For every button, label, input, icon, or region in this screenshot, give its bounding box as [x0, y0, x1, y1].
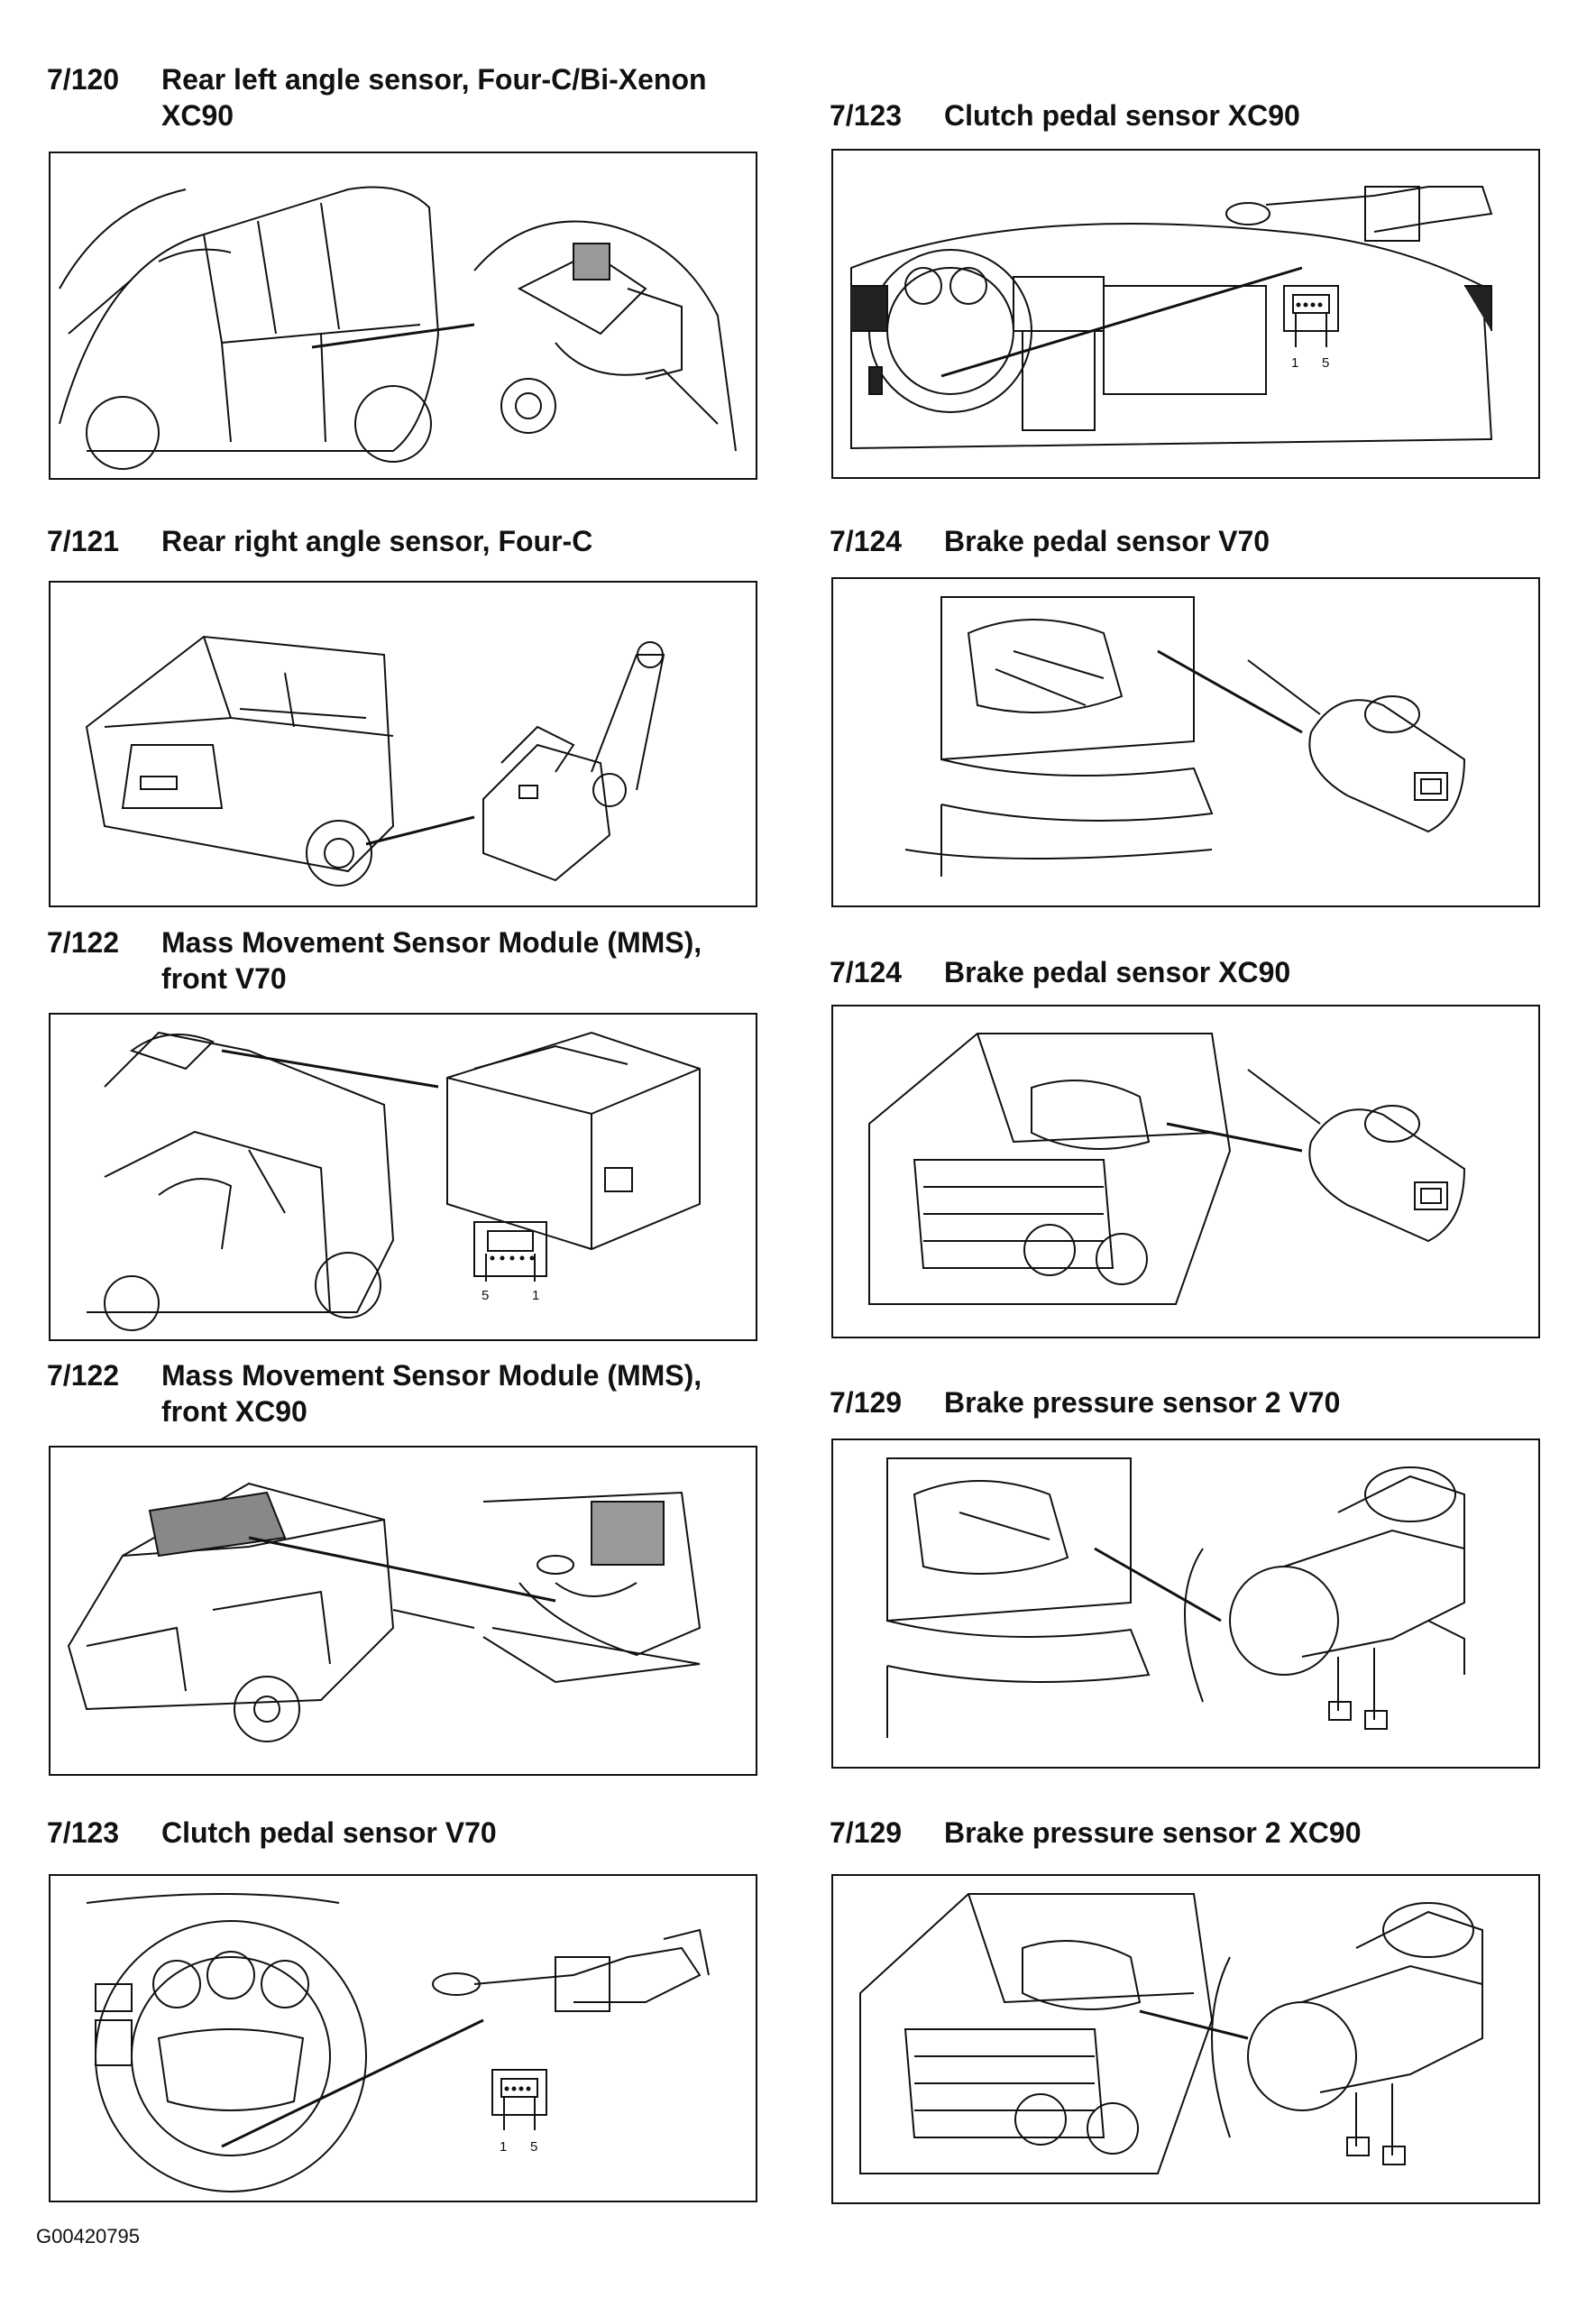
figure-number: 7/129 — [830, 1816, 903, 1849]
figure-title: Clutch pedal sensor V70 — [161, 1816, 497, 1849]
figure-title: Rear left angle sensor, Four-C/Bi-Xenon … — [161, 63, 707, 132]
figure-number: 7/120 — [47, 63, 120, 96]
figure-illustration — [831, 1438, 1540, 1769]
dashboard-pedal-illustration: 1 5 — [850, 186, 1493, 450]
figure-number: 7/122 — [47, 926, 120, 959]
figure-title: Brake pressure sensor 2 XC90 — [944, 1816, 1362, 1849]
figure-illustration — [831, 1005, 1540, 1338]
pin-label-right: 1 — [532, 1288, 539, 1303]
car-interior-module-illustration: 5 1 — [87, 1031, 701, 1331]
figure-illustration — [49, 152, 757, 480]
pin-label-left: 1 — [1291, 355, 1298, 371]
figure-number: 7/123 — [47, 1816, 120, 1849]
figure-title: Mass Movement Sensor Module (MMS), front… — [161, 926, 702, 995]
engine-bay-sensor-illustration — [904, 596, 1466, 877]
figure-panel-7-129-v70: 7/129 Brake pressure sensor 2 V70 — [830, 1384, 1551, 1781]
figure-title: Brake pedal sensor V70 — [944, 525, 1270, 557]
figure-number: 7/129 — [830, 1386, 903, 1419]
figure-illustration — [831, 1874, 1540, 2204]
figure-illustration — [49, 1446, 757, 1776]
pin-label-left: 1 — [500, 2139, 507, 2155]
figure-panel-7-120: 7/120 Rear left angle sensor, Four-C/Bi-… — [47, 61, 768, 480]
figure-panel-7-124-xc90: 7/124 Brake pedal sensor XC90 — [830, 954, 1551, 1342]
figure-number: 7/121 — [47, 525, 120, 557]
suv-master-cylinder-illustration — [859, 1893, 1483, 2174]
pin-label-left: 5 — [482, 1288, 489, 1303]
figure-panel-7-122-v70: 7/122 Mass Movement Sensor Module (MMS),… — [47, 924, 768, 1341]
figure-panel-7-123-v70: 7/123 Clutch pedal sensor V70 — [47, 1815, 768, 2211]
figure-title: Brake pressure sensor 2 V70 — [944, 1386, 1341, 1419]
figure-illustration: 1 5 — [49, 1874, 757, 2202]
car-rear-sensor-illustration — [85, 635, 665, 887]
figure-title: Mass Movement Sensor Module (MMS), front… — [161, 1359, 702, 1428]
suv-roof-module-illustration — [67, 1482, 702, 1742]
suv-engine-sensor-illustration — [868, 1033, 1466, 1305]
figure-number: 7/123 — [830, 99, 903, 132]
pin-label-right: 5 — [530, 2139, 537, 2155]
figure-panel-7-121: 7/121 Rear right angle sensor, Four-C — [47, 523, 768, 907]
figure-title: Brake pedal sensor XC90 — [944, 956, 1291, 988]
car-side-door-illustration — [59, 186, 737, 470]
figure-panel-7-129-xc90: 7/129 Brake pressure sensor 2 XC90 — [830, 1815, 1551, 2211]
figure-number: 7/122 — [47, 1359, 120, 1392]
figure-illustration — [49, 581, 757, 907]
figure-panel-7-123-xc90: 7/123 Clutch pedal sensor XC90 — [830, 97, 1551, 481]
figure-panel-7-124-v70: 7/124 Brake pedal sensor V70 — [830, 523, 1551, 907]
engine-master-cylinder-illustration — [886, 1457, 1465, 1738]
figure-number: 7/124 — [830, 525, 903, 557]
figure-illustration: 5 1 — [49, 1013, 757, 1341]
document-code: G00420795 — [36, 2225, 140, 2247]
figure-panel-7-122-xc90: 7/122 Mass Movement Sensor Module (MMS),… — [47, 1357, 768, 1781]
figure-title: Clutch pedal sensor XC90 — [944, 99, 1300, 132]
figure-illustration — [831, 577, 1540, 907]
figure-number: 7/124 — [830, 956, 903, 988]
pin-label-right: 5 — [1322, 355, 1329, 371]
figure-title: Rear right angle sensor, Four-C — [161, 525, 593, 557]
steering-pedal-illustration: 1 5 — [86, 1893, 710, 2192]
figure-illustration: 1 5 — [831, 149, 1540, 479]
